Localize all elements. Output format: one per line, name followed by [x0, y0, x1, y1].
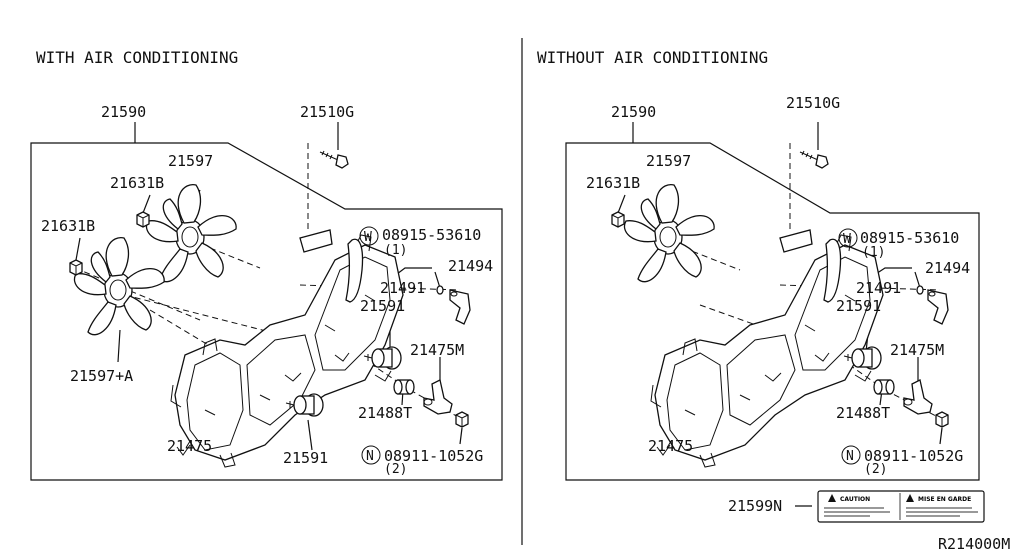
label-fan-upper-right: 21597 [646, 152, 691, 170]
panel-title-with-ac: WITH AIR CONDITIONING [36, 48, 238, 67]
washer-symbol-icon [359, 226, 379, 246]
label-bolt-right: 21510G [786, 94, 840, 112]
label-nut-upper-right: 21631B [586, 174, 640, 192]
nut-symbol-icon [361, 445, 381, 465]
label-washer-qty: (1) [384, 243, 407, 258]
label-fan-upper: 21597 [168, 152, 213, 170]
label-frame-right: 21475 [648, 437, 693, 455]
label-nut-upper: 21631B [110, 174, 164, 192]
washer-symbol-right: W [843, 232, 851, 247]
label-nut-code-right: 08911-1052G [864, 447, 963, 465]
label-motor-upper: 21591 [360, 297, 405, 315]
label-washer-code-right: 08915-53610 [860, 229, 959, 247]
label-washer-code: 08915-53610 [382, 226, 481, 244]
label-connector: 21475M [410, 341, 464, 359]
warning-triangle-icon [906, 494, 914, 502]
label-washer-qty-right: (1) [862, 245, 885, 260]
washer-symbol: W [364, 230, 372, 245]
label-caution-part: 21599N [728, 497, 782, 515]
label-bracket-right: 21491 [856, 279, 901, 297]
caution-text: CAUTION [840, 496, 870, 503]
panel-without-ac: WITHOUT AIR CONDITIONING 21590 [537, 48, 985, 523]
shroud-boundary [30, 142, 503, 481]
warning-triangle-icon [828, 494, 836, 502]
label-bracket: 21491 [380, 279, 425, 297]
label-connector-right: 21475M [890, 341, 944, 359]
label-nut-qty: (2) [384, 462, 407, 477]
panel-with-ac: WITH AIR CONDITIONING [30, 48, 503, 481]
nut-symbol-right: N [846, 449, 854, 464]
label-frame: 21475 [167, 437, 212, 455]
washer-symbol-icon-right [838, 228, 858, 248]
panel-title-without-ac: WITHOUT AIR CONDITIONING [537, 48, 768, 67]
shroud-boundary-right [565, 142, 980, 481]
label-nut-lower: 21631B [41, 217, 95, 235]
label-spacer-right: 21488T [836, 404, 890, 422]
nut-symbol: N [366, 449, 374, 464]
label-fan-lower: 21597+A [70, 367, 133, 385]
label-nut-code: 08911-1052G [384, 447, 483, 465]
label-clip-right: 21494 [925, 259, 970, 277]
label-bolt: 21510G [300, 103, 354, 121]
caution-decal: CAUTION MISE EN GARDE [817, 490, 985, 523]
label-motor-upper-right: 21591 [836, 297, 881, 315]
label-clip: 21494 [448, 257, 493, 275]
label-shroud: 21590 [101, 103, 146, 121]
label-motor-lower: 21591 [283, 449, 328, 467]
caution-text-fr: MISE EN GARDE [918, 496, 971, 503]
label-nut-qty-right: (2) [864, 462, 887, 477]
label-shroud-right: 21590 [611, 103, 656, 121]
nut-symbol-icon-right [841, 445, 861, 465]
figure-id: R214000M [938, 535, 1010, 553]
label-spacer: 21488T [358, 404, 412, 422]
fine-print [824, 507, 978, 517]
